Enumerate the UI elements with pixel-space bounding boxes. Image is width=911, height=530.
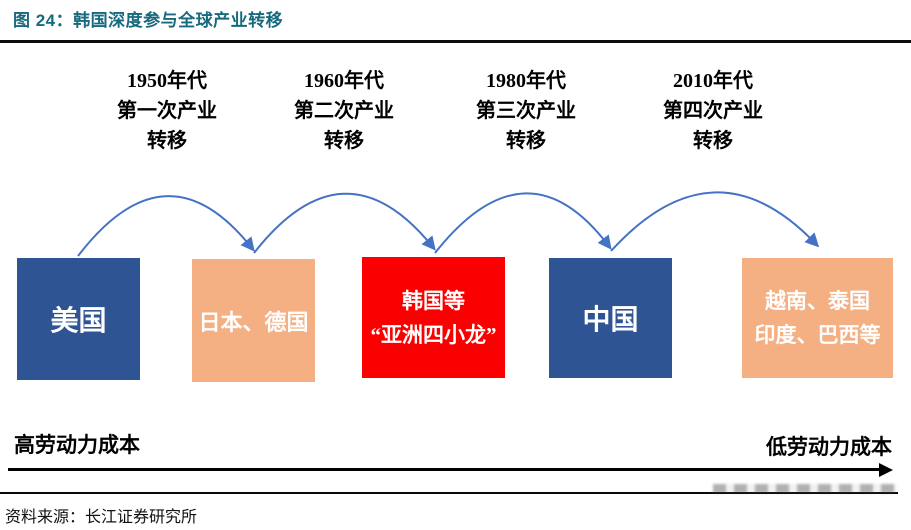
period-label-1950s: 1950年代 第一次产业 转移 [117,70,217,152]
country-box-china: 中国 [549,258,672,378]
axis-label-high-labor-cost: 高劳动力成本 [14,433,140,457]
transfer-arc-3-icon [434,192,612,254]
country-box-japan-germany: 日本、德国 [192,259,315,382]
transfer-arc-2-icon [253,192,436,254]
figure-title: 图 24：韩国深度参与全球产业转移 [13,11,284,30]
axis-arrow-shaft [8,468,879,471]
period-label-2010s: 2010年代 第四次产业 转移 [663,70,763,152]
axis-label-low-labor-cost: 低劳动力成本 [766,435,892,459]
transfer-arc-1-icon [77,195,255,257]
footer-divider-line [0,492,898,494]
transfer-arc-4-icon [610,191,820,252]
country-box-korea-tigers: 韩国等 “亚洲四小龙” [362,257,505,378]
country-box-vietnam-etc: 越南、泰国 印度、巴西等 [742,258,893,378]
period-label-1980s: 1980年代 第三次产业 转移 [476,70,576,152]
blurred-artifact [713,484,896,493]
axis-arrowhead-icon [879,463,893,477]
source-note: 资料来源：长江证券研究所 [5,509,198,526]
country-box-usa: 美国 [17,258,140,380]
period-label-1960s: 1960年代 第二次产业 转移 [294,70,394,152]
title-divider-line [0,40,911,43]
